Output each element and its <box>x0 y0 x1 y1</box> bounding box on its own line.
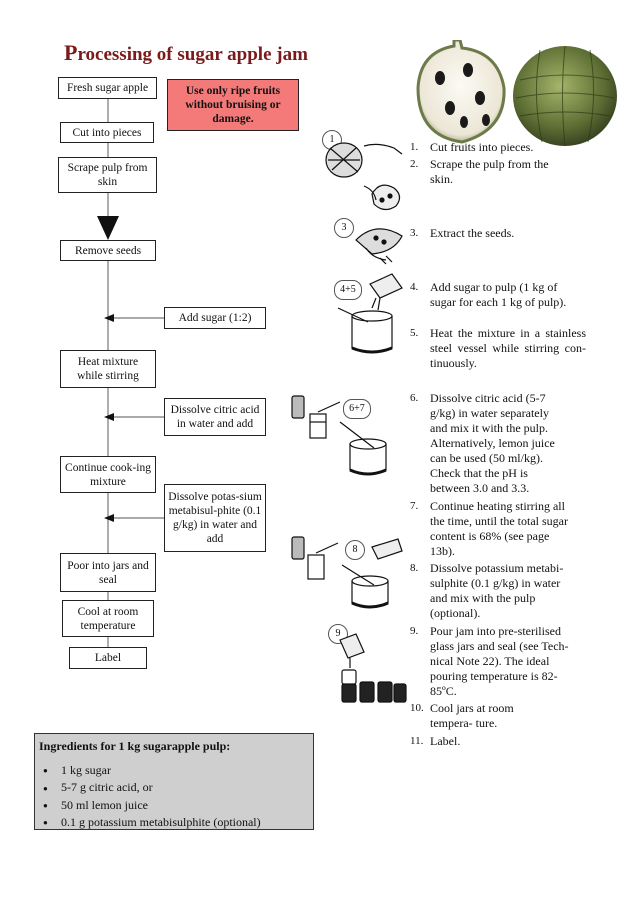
step-text: Scrape the pulp from the skin. <box>430 157 549 186</box>
flow-step-remove-seeds: Remove seeds <box>60 240 156 261</box>
flow-step-cool: Cool at room temperature <box>62 600 154 637</box>
step-text: Pour jam into pre-sterilised glass jars … <box>430 624 569 698</box>
step-text: Add sugar to pulp (1 kg of sugar for eac… <box>430 280 567 309</box>
marker-6-7: 6+7 <box>343 399 371 419</box>
title-text: rocessing of sugar apple jam <box>77 44 308 65</box>
step-item: 5. Heat the mixture in a stainless steel … <box>410 326 586 371</box>
step-item: 6. Dissolve citric acid (5-7 g/kg) in wat… <box>410 391 560 496</box>
step-text: Dissolve potassium metabi- sulphite (0.1… <box>430 561 564 620</box>
flow-step-label: Label <box>69 647 147 669</box>
seed-extraction-illustration <box>355 228 403 265</box>
ingredients-list: 1 kg sugar 5-7 g citric acid, or 50 ml l… <box>39 762 309 831</box>
marker-3: 3 <box>334 218 354 238</box>
flow-step-pour: Poor into jars and seal <box>60 553 156 592</box>
step-item: 4. Add sugar to pulp (1 kg of sugar for e… <box>410 280 578 310</box>
step-item: 9. Pour jam into pre-sterilised glass jar… <box>410 624 576 699</box>
step-item: 7. Continue heating stirring all the time… <box>410 499 576 559</box>
step-item: 3. Extract the seeds. <box>410 226 586 241</box>
side-step-sugar: Add sugar (1:2) <box>164 307 266 329</box>
ingredient-item: 5-7 g citric acid, or <box>43 779 309 796</box>
ingredient-item: 0.1 g potassium metabisulphite (optional… <box>43 814 309 831</box>
ingredient-item: 50 ml lemon juice <box>43 797 309 814</box>
metabisulphite-pot-illustration <box>291 536 403 609</box>
cutting-fruit-illustration <box>325 142 403 211</box>
step-number: 8. <box>410 562 419 574</box>
step-item: 2. Scrape the pulp from the skin. <box>410 157 550 187</box>
step-text: Extract the seeds. <box>430 226 515 240</box>
step-item: 10. Cool jars at room tempera- ture. <box>410 701 540 731</box>
marker-8: 8 <box>345 540 365 560</box>
flow-step-scrape: Scrape pulp from skin <box>58 157 157 193</box>
step-text: Cool jars at room tempera- ture. <box>430 701 514 730</box>
step-number: 11. <box>410 735 424 747</box>
page-title: Processing of sugar apple jam <box>64 40 308 66</box>
step-text: Heat the mixture in a stainless steel ve… <box>430 326 586 370</box>
step-number: 6. <box>410 392 419 404</box>
sugar-apple-photo <box>416 40 617 147</box>
step-number: 10. <box>410 702 424 714</box>
ingredients-box: Ingredients for 1 kg sugarapple pulp: 1 … <box>34 733 314 830</box>
flow-step-cut: Cut into pieces <box>60 122 154 143</box>
step-number: 1. <box>410 141 419 153</box>
step-text: Dissolve citric acid (5-7 g/kg) in water… <box>430 391 555 495</box>
step-item: 11. Label. <box>410 734 586 749</box>
step-item: 1. Cut fruits into pieces. <box>410 140 586 155</box>
step-number: 7. <box>410 500 419 512</box>
step-number: 2. <box>410 158 419 170</box>
ingredient-item: 1 kg sugar <box>43 762 309 779</box>
pot-with-sugar-illustration <box>337 273 403 354</box>
step-text: Continue heating stirring all the time, … <box>430 499 568 558</box>
side-step-metabisulphite: Dissolve potas-sium metabisul-phite (0.1… <box>164 484 266 552</box>
step-text: Label. <box>430 734 461 748</box>
step-number: 9. <box>410 625 419 637</box>
flow-step-heat: Heat mixture while stirring <box>60 350 156 388</box>
step-item: 8. Dissolve potassium metabi- sulphite (0… <box>410 561 576 621</box>
title-initial: P <box>64 40 78 65</box>
side-step-citric: Dissolve citric acid in water and add <box>164 398 266 436</box>
ingredients-heading: Ingredients for 1 kg sugarapple pulp: <box>39 739 231 753</box>
marker-4-5: 4+5 <box>334 280 362 300</box>
pouring-jars-illustration <box>339 633 407 703</box>
flow-step-fresh: Fresh sugar apple <box>58 77 157 99</box>
step-number: 4. <box>410 281 419 293</box>
step-number: 5. <box>410 327 419 339</box>
flow-step-continue: Continue cook-ing mixture <box>60 456 156 493</box>
citric-acid-pot-illustration <box>291 395 387 476</box>
warning-box: Use only ripe fruits without bruising or… <box>167 79 299 131</box>
step-text: Cut fruits into pieces. <box>430 140 534 154</box>
step-number: 3. <box>410 227 419 239</box>
